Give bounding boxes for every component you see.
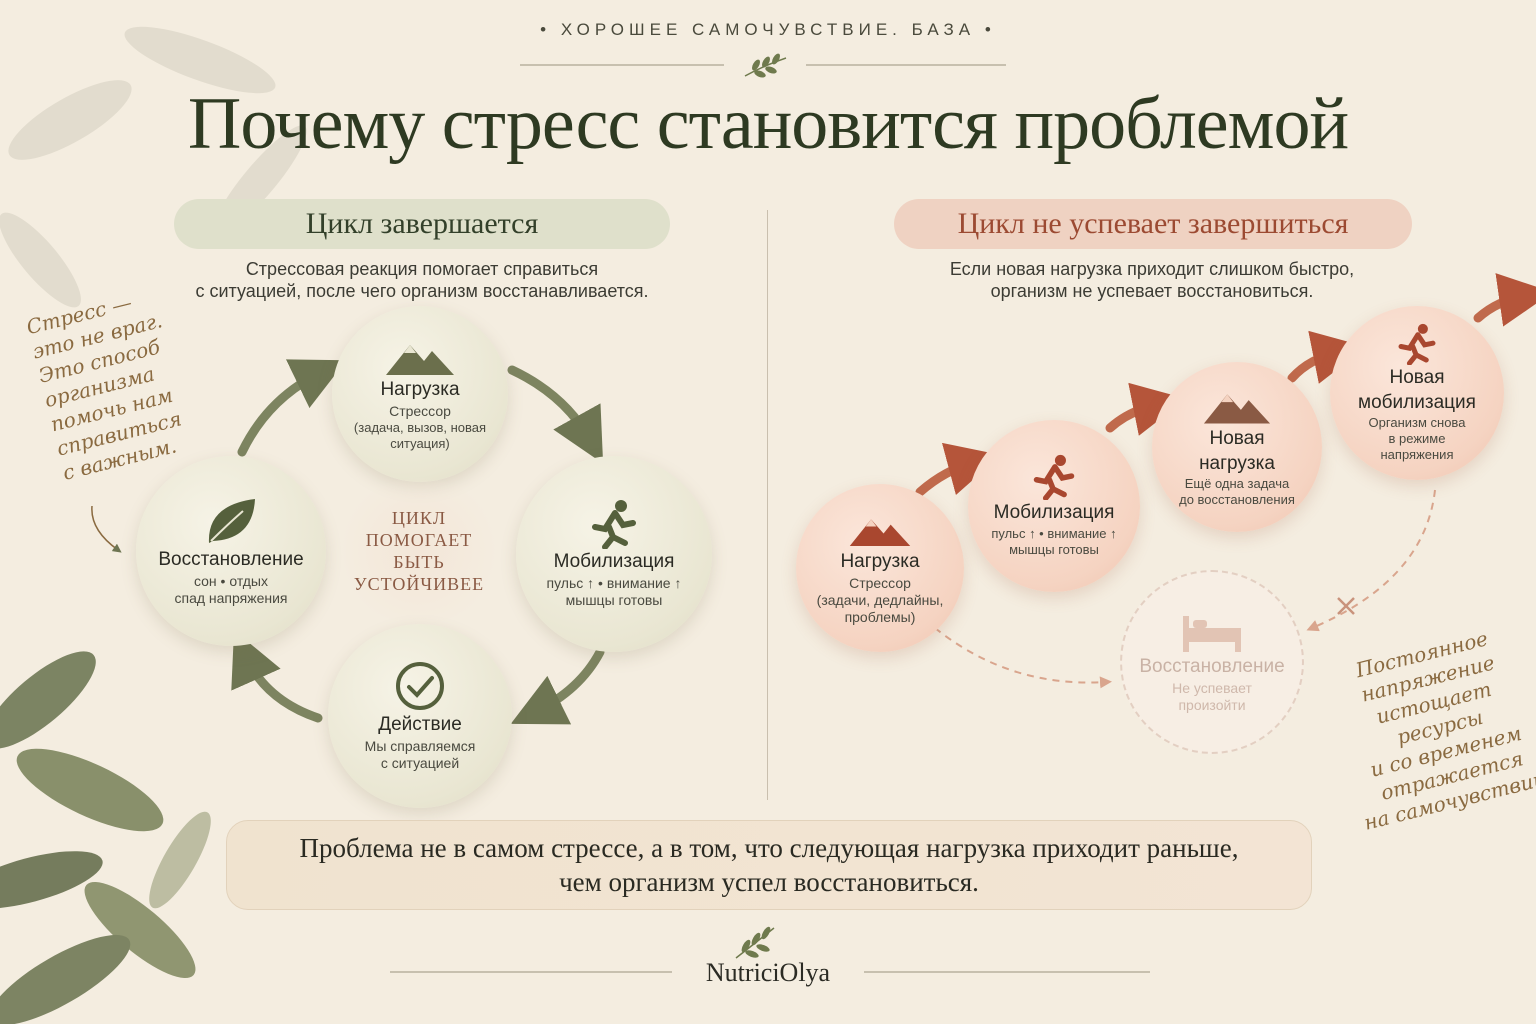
node-recovery: Восстановление сон • отдых спад напряжен… xyxy=(136,456,326,646)
mountain-icon xyxy=(386,344,454,375)
right-node-load-title: Нагрузка xyxy=(840,550,920,572)
pill-cycle-not-completes: Цикл не успевает завершиться xyxy=(894,199,1412,249)
cycle-center-line1: ЦИКЛ xyxy=(391,508,447,528)
right-node-recovery-line2: произойти xyxy=(1178,697,1246,713)
right-node-new-load-title2: нагрузка xyxy=(1199,453,1275,474)
right-node-mobilization-line1: пульс ↑ • внимание ↑ xyxy=(991,526,1117,541)
right-node-load-line2: (задачи, дедлайны, xyxy=(816,591,944,608)
node-action: Действие Мы справляемся с ситуацией xyxy=(328,624,512,808)
right-node-new-load-title1: Новая xyxy=(1209,428,1265,449)
right-node-load-line1: Стрессор xyxy=(849,574,911,591)
runner-icon xyxy=(592,500,636,549)
left-subtitle: Стрессовая реакция помогает справиться с… xyxy=(150,258,694,302)
right-node-load-line3: проблемы) xyxy=(844,608,916,625)
arrow-chain-1 xyxy=(915,442,1002,497)
right-node-new-load-line1: Ещё одна задача xyxy=(1184,476,1290,491)
arrow-action-to-recovery xyxy=(231,630,323,723)
node-action-line1: Мы справляемся xyxy=(364,738,476,754)
right-subtitle-line2: организм не успевает восстановиться. xyxy=(990,281,1314,301)
left-subtitle-line2: с ситуацией, после чего организм восстан… xyxy=(195,281,649,301)
dashed-newmobil-to-recovery xyxy=(1306,489,1436,632)
arrow-mobil-to-action xyxy=(510,647,605,725)
node-load-line3: ситуация) xyxy=(390,435,450,451)
right-node-mobilization-title: Мобилизация xyxy=(993,502,1115,523)
column-divider xyxy=(767,210,768,800)
footer-ornament xyxy=(390,926,1150,973)
right-subtitle: Если новая нагрузка приходит слишком быс… xyxy=(880,258,1424,302)
right-node-new-load-line2: до восстановления xyxy=(1179,492,1295,507)
dashed-load-to-recovery xyxy=(934,627,1112,689)
arrow-chain-3 xyxy=(1287,330,1367,384)
node-mobilization-line2: мышцы готовы xyxy=(565,592,663,608)
mountain-icon xyxy=(1203,394,1271,424)
check-circle-icon xyxy=(396,662,444,710)
bottom-callout-line2: чем организм успел восстановиться. xyxy=(559,867,979,897)
bed-icon xyxy=(1183,616,1241,652)
right-node-recovery: Восстановление Не успевает произойти xyxy=(1120,570,1304,754)
bottom-callout-line1: Проблема не в самом стрессе, а в том, чт… xyxy=(299,833,1239,863)
node-recovery-line1: сон • отдых xyxy=(193,573,268,589)
note-arrow xyxy=(91,505,122,553)
right-subtitle-line1: Если новая нагрузка приходит слишком быс… xyxy=(949,259,1355,279)
page-title: Почему стресс становится проблемой xyxy=(187,83,1349,165)
node-action-title: Действие xyxy=(378,714,462,735)
cross-icon xyxy=(1337,597,1355,615)
right-node-mobilization-line2: мышцы готовы xyxy=(1009,542,1099,557)
right-node-new-mobilization-line2: в режиме xyxy=(1388,431,1446,446)
mountain-icon xyxy=(849,518,911,546)
arrow-chain-4 xyxy=(1473,273,1536,327)
right-node-new-mobilization-title2: мобилизация xyxy=(1358,392,1476,413)
cycle-center-line2: ПОМОГАЕТ xyxy=(365,530,473,550)
node-load-line1: Стрессор xyxy=(389,402,451,419)
right-node-recovery-line1: Не успевает xyxy=(1172,680,1252,696)
header-ornament xyxy=(520,53,1006,78)
runner-icon xyxy=(1033,454,1075,500)
node-recovery-title: Восстановление xyxy=(158,549,304,570)
right-node-new-mobilization-line1: Организм снова xyxy=(1368,415,1466,430)
right-node-new-mobilization: Новая мобилизация Организм снова в режим… xyxy=(1330,306,1504,480)
right-node-mobilization: Мобилизация пульс ↑ • внимание ↑ мышцы г… xyxy=(968,420,1140,592)
eyebrow-text: • ХОРОШЕЕ САМОЧУВСТВИЕ. БАЗА • xyxy=(540,20,996,39)
sprig-icon xyxy=(735,926,775,959)
arrow-load-to-mobil xyxy=(507,365,604,464)
sprig-icon xyxy=(744,53,787,78)
leaf-icon xyxy=(208,499,255,543)
arrow-recovery-to-load xyxy=(237,359,347,457)
runner-icon xyxy=(1398,323,1436,365)
brand-name: NutriciOlya xyxy=(705,958,831,987)
node-mobilization-line1: пульс ↑ • внимание ↑ xyxy=(546,575,682,591)
bottom-callout: Проблема не в самом стрессе, а в том, чт… xyxy=(226,820,1312,910)
right-node-load: Нагрузка Стрессор (задачи, дедлайны, про… xyxy=(796,484,964,652)
node-load-title: Нагрузка xyxy=(380,378,460,400)
cycle-center-line4: УСТОЙЧИВЕЕ xyxy=(353,574,485,594)
right-node-recovery-title: Восстановление xyxy=(1139,656,1285,677)
right-node-new-load: Новая нагрузка Ещё одна задача до восста… xyxy=(1152,362,1322,532)
arrow-chain-2 xyxy=(1105,382,1187,436)
node-recovery-line2: спад напряжения xyxy=(174,590,288,606)
pill-cycle-completes: Цикл завершается xyxy=(174,199,670,249)
right-node-new-mobilization-title1: Новая xyxy=(1389,367,1445,388)
node-mobilization: Мобилизация пульс ↑ • внимание ↑ мышцы г… xyxy=(516,456,712,652)
node-action-line2: с ситуацией xyxy=(380,755,460,771)
cycle-center-line3: БЫТЬ xyxy=(393,552,445,572)
right-node-new-mobilization-line3: напряжения xyxy=(1380,447,1454,462)
node-mobilization-title: Мобилизация xyxy=(553,551,675,572)
node-load: Нагрузка Стрессор (задача, вызов, новая … xyxy=(332,306,508,482)
left-subtitle-line1: Стрессовая реакция помогает справиться xyxy=(245,259,599,279)
cycle-center: ЦИКЛ ПОМОГАЕТ БЫТЬ УСТОЙЧИВЕЕ xyxy=(336,478,502,624)
node-load-line2: (задача, вызов, новая xyxy=(353,419,487,435)
